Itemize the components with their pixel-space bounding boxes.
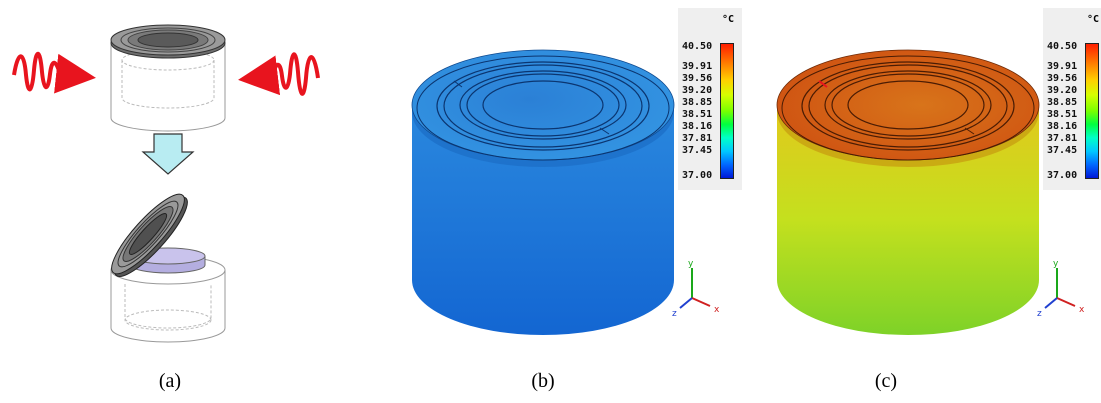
legend-tick: 40.50 bbox=[682, 41, 713, 52]
axis-triad-c: y x z bbox=[1037, 259, 1085, 318]
panel-a: (a) bbox=[0, 0, 340, 403]
axis-triad-b: y x z bbox=[672, 259, 720, 318]
temperature-legend-c: °C 40.50 39.91 39.56 39.20 38.85 38.51 3… bbox=[1043, 8, 1101, 190]
caption-a: (a) bbox=[158, 370, 182, 392]
cold-temperature-model bbox=[411, 49, 675, 335]
legend-tick: 39.91 bbox=[1047, 61, 1078, 72]
axis-x-label: x bbox=[714, 305, 720, 315]
caption-b: (b) bbox=[531, 370, 555, 392]
axis-y-label: y bbox=[1053, 259, 1059, 269]
legend-tick: 37.00 bbox=[1047, 170, 1078, 181]
legend-tick: 38.51 bbox=[682, 109, 713, 120]
right-wave-arrow bbox=[238, 52, 320, 96]
legend-tick: 39.56 bbox=[1047, 73, 1078, 84]
legend-unit: °C bbox=[1086, 14, 1099, 25]
legend-tick: 39.56 bbox=[682, 73, 713, 84]
hot-temperature-model bbox=[776, 49, 1040, 335]
caption-c: (c) bbox=[874, 370, 898, 392]
legend-tick: 38.85 bbox=[682, 97, 713, 108]
legend-tick: 39.91 bbox=[682, 61, 713, 72]
legend-tick: 38.85 bbox=[1047, 97, 1078, 108]
panel-c: °C 40.50 39.91 39.56 39.20 38.85 38.51 3… bbox=[745, 0, 1101, 403]
temperature-legend-b: °C 40.50 39.91 39.56 39.20 38.85 38.51 3… bbox=[678, 8, 742, 190]
legend-color-bar bbox=[720, 43, 734, 179]
axis-x-label: x bbox=[1079, 305, 1085, 315]
legend-color-bar bbox=[1085, 43, 1099, 179]
schematic-diagram bbox=[12, 24, 320, 343]
assembled-device bbox=[110, 24, 226, 132]
axis-z-label: z bbox=[1037, 309, 1042, 318]
legend-tick: 37.45 bbox=[1047, 145, 1078, 156]
legend-tick: 38.51 bbox=[1047, 109, 1078, 120]
axis-y-label: y bbox=[688, 259, 694, 269]
legend-tick: 40.50 bbox=[1047, 41, 1078, 52]
down-arrow bbox=[141, 133, 195, 175]
legend-tick: 38.16 bbox=[682, 121, 713, 132]
legend-tick: 38.16 bbox=[1047, 121, 1078, 132]
legend-unit: °C bbox=[721, 14, 734, 25]
legend-tick: 39.20 bbox=[682, 85, 713, 96]
legend-tick: 37.81 bbox=[682, 133, 713, 144]
legend-tick: 39.20 bbox=[1047, 85, 1078, 96]
opened-device bbox=[110, 193, 226, 343]
legend-tick: 37.81 bbox=[1047, 133, 1078, 144]
legend-tick: 37.45 bbox=[682, 145, 713, 156]
legend-tick: 37.00 bbox=[682, 170, 713, 181]
axis-z-label: z bbox=[672, 309, 677, 318]
left-wave-arrow bbox=[12, 51, 96, 94]
panel-b: °C 40.50 39.91 39.56 39.20 38.85 38.51 3… bbox=[380, 0, 742, 403]
